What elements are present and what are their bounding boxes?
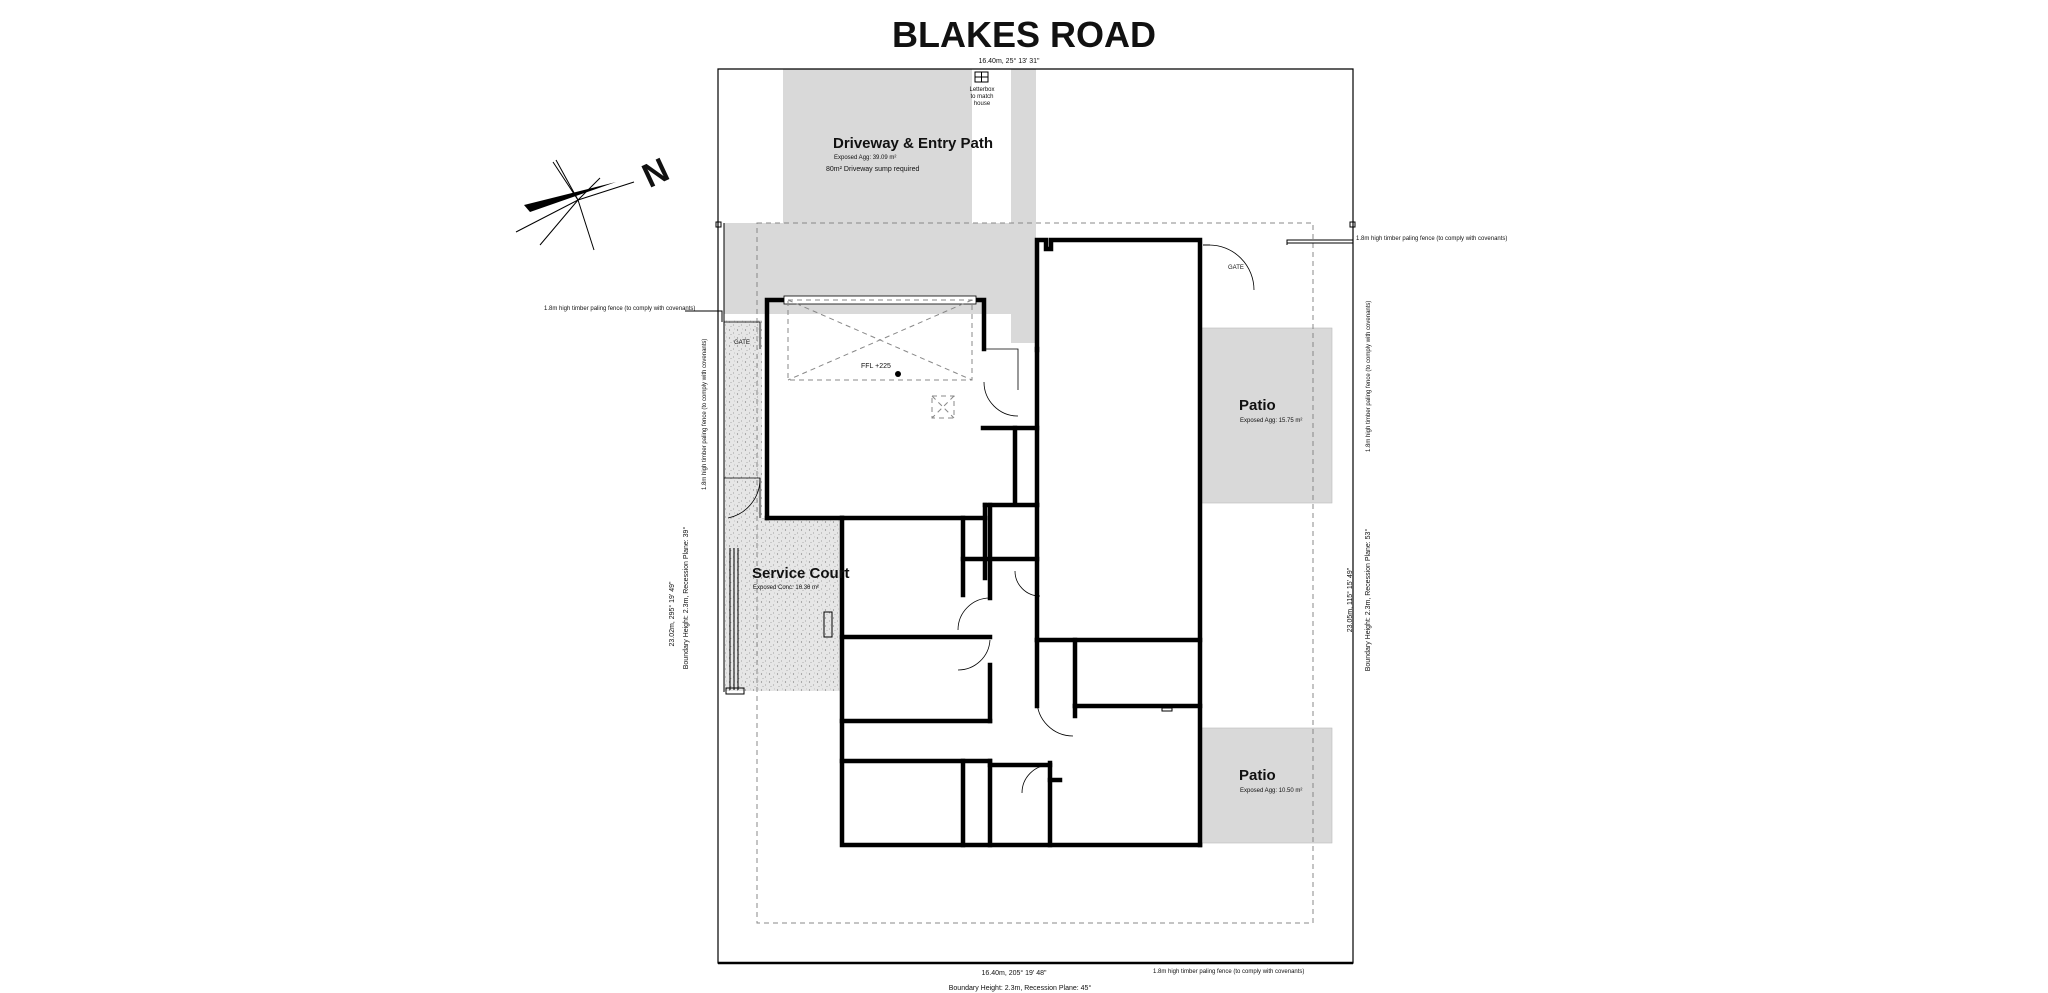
fence-left-callout: 1.8m high timber paling fence (to comply… <box>544 306 695 312</box>
letterbox-label-1: Letterbox <box>969 87 994 93</box>
patio-bottom-label: Patio <box>1239 767 1276 784</box>
service-court-steps <box>725 548 745 695</box>
north-arrow-icon: N <box>515 151 675 251</box>
side-path-gravel <box>724 320 762 520</box>
fence-left-leader <box>685 310 723 322</box>
fence-right-vertical-callout: 1.8m high timber paling fence (to comply… <box>1366 301 1372 452</box>
boundary-top-dimension: 16.40m, 25° 13' 31" <box>978 57 1040 65</box>
boundary-right-height: Boundary Height: 2.3m, Recession Plane: … <box>1364 529 1372 672</box>
service-court-paving <box>724 518 840 691</box>
gate-right-label: GATE <box>1228 265 1244 271</box>
boundary-left-height: Boundary Height: 2.3m, Recession Plane: … <box>682 527 690 670</box>
boundary-left-dimension: 23.02m, 295° 19' 49" <box>668 581 676 647</box>
patio-bottom-paving <box>1198 727 1333 844</box>
garage-door-outline <box>783 295 977 419</box>
service-court-exposed-conc: Exposed Conc: 16.36 m² <box>753 585 819 591</box>
patio-bottom-exposed-agg: Exposed Agg: 10.50 m² <box>1240 788 1302 794</box>
patio-top-exposed-agg: Exposed Agg: 15.75 m² <box>1240 418 1302 424</box>
fence-bottom-callout: 1.8m high timber paling fence (to comply… <box>1153 969 1304 975</box>
north-label: N <box>637 151 675 196</box>
ffl-marker-icon <box>895 371 901 377</box>
gate-left-label: GATE <box>734 340 750 346</box>
setback-line <box>756 222 1314 924</box>
letterbox-label-2: to match <box>970 94 993 100</box>
letterbox: Letterbox to match house <box>969 71 995 107</box>
boundary-bottom-height: Boundary Height: 2.3m, Recession Plane: … <box>949 984 1092 992</box>
page-title: BLAKES ROAD <box>892 14 1156 55</box>
fence-left-vertical-callout: 1.8m high timber paling fence (to comply… <box>702 339 708 490</box>
boundary-right-dimension: 23.05m, 115° 15' 49" <box>1346 567 1354 632</box>
driveway-label: Driveway & Entry Path <box>833 135 993 152</box>
boundary-bottom-dimension: 16.40m, 205° 19' 48" <box>982 969 1048 977</box>
driveway-exposed-agg: Exposed Agg: 39.09 m² <box>834 155 896 161</box>
patio-top-label: Patio <box>1239 397 1276 414</box>
doors <box>724 244 1255 794</box>
patio-top-paving <box>1198 327 1333 504</box>
service-court-label: Service Court <box>752 565 850 582</box>
driveway-sump-note: 80m² Driveway sump required <box>826 166 919 173</box>
fence-lines <box>715 221 1356 963</box>
fence-right-callout: 1.8m high timber paling fence (to comply… <box>1356 236 1507 242</box>
letterbox-label-3: house <box>974 101 991 107</box>
ffl-label: FFL +225 <box>861 363 891 370</box>
